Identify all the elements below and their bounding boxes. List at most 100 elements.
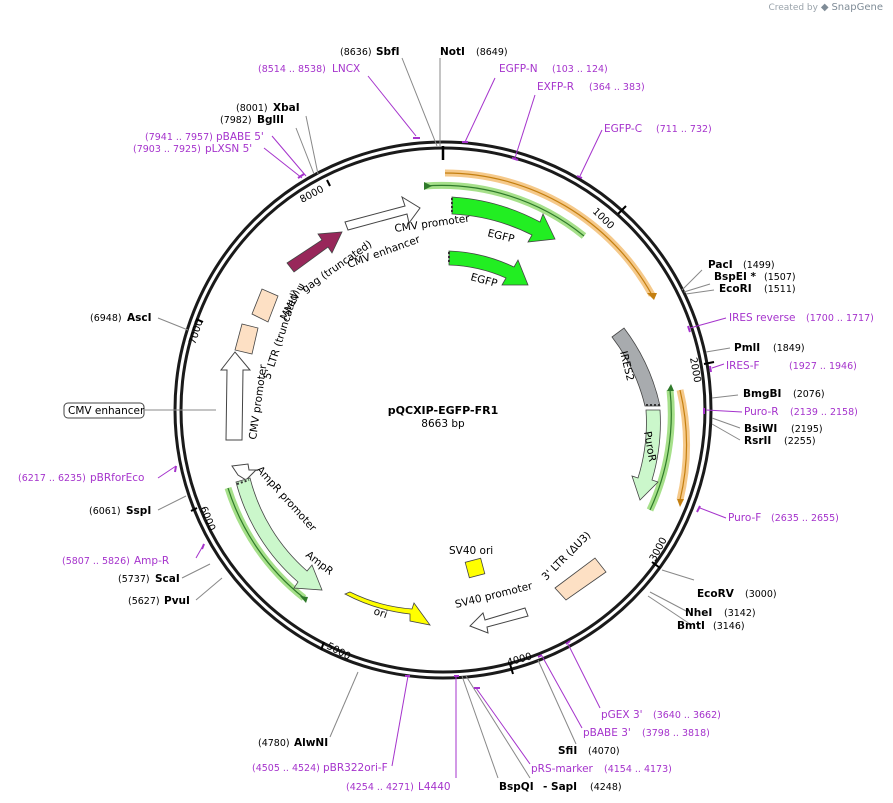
svg-text:pBR322ori-F: pBR322ori-F xyxy=(323,762,388,774)
site-bglii[interactable]: (7982) BglII xyxy=(220,114,284,126)
primer-exfp-r[interactable]: EXFP-R (364 .. 383) xyxy=(537,81,645,93)
svg-text:EXFP-R: EXFP-R xyxy=(537,81,574,93)
feature-3ltr[interactable]: 3' LTR (ΔU3) xyxy=(540,529,607,601)
svg-text:PacI: PacI xyxy=(708,259,733,271)
svg-text:BspEI *: BspEI * xyxy=(714,271,757,283)
svg-text:(2635 .. 2655): (2635 .. 2655) xyxy=(771,513,839,524)
site-bmgbi[interactable]: BmgBI (2076) xyxy=(743,388,825,400)
feature-cmv-enhancer-box[interactable]: CMV enhancer xyxy=(63,402,216,419)
svg-text:(4154 .. 4173): (4154 .. 4173) xyxy=(604,764,672,775)
site-bspei[interactable]: BspEI * (1507) xyxy=(714,271,796,283)
svg-text:(5737): (5737) xyxy=(118,574,150,585)
primer-ires-reverse[interactable]: IRES reverse (1700 .. 1717) xyxy=(729,312,874,324)
primer-puro-r[interactable]: Puro-R (2139 .. 2158) xyxy=(744,406,858,418)
svg-text:LNCX: LNCX xyxy=(332,63,360,75)
svg-text:(4070): (4070) xyxy=(588,746,620,757)
svg-text:L4440: L4440 xyxy=(418,781,451,793)
puro-highlight-green-arrowhead xyxy=(667,384,674,391)
svg-text:EGFP: EGFP xyxy=(469,271,498,290)
feature-puror[interactable]: PuroR xyxy=(631,409,661,501)
svg-text:pBRforEco: pBRforEco xyxy=(90,472,144,484)
site-scai[interactable]: (5737) ScaI xyxy=(118,573,180,585)
primer-amp-r[interactable]: (5807 .. 5826) Amp-R xyxy=(62,555,169,567)
svg-text:BsiWI: BsiWI xyxy=(744,423,777,435)
svg-text:pLXSN 5': pLXSN 5' xyxy=(205,143,252,155)
svg-text:(1507): (1507) xyxy=(764,272,796,283)
svg-text:(5627): (5627) xyxy=(128,596,160,607)
site-bsiwi[interactable]: BsiWI (2195) xyxy=(744,423,823,435)
primer-plxsn5[interactable]: (7903 .. 7925) pLXSN 5' xyxy=(133,143,252,155)
feature-sv40-ori[interactable]: SV40 ori xyxy=(449,545,493,579)
primer-pbabe3[interactable]: pBABE 3' (3798 .. 3818) xyxy=(583,727,710,739)
feature-ori[interactable]: ori xyxy=(344,591,431,626)
svg-text:pGEX 3': pGEX 3' xyxy=(601,709,643,721)
site-bspqi-sapi[interactable]: BspQI - SapI (4248) xyxy=(499,781,622,793)
svg-text:CMV enhancer: CMV enhancer xyxy=(68,405,145,417)
puro-highlight-orange-line xyxy=(679,389,687,501)
primer-lncx[interactable]: (8514 .. 8538) LNCX xyxy=(258,63,360,75)
site-pmli[interactable]: PmlI (1849) xyxy=(734,342,805,354)
feature-cmv-promoter-left[interactable]: CMV promoter xyxy=(219,351,270,441)
primer-l4440[interactable]: (4254 .. 4271) L4440 xyxy=(346,781,451,793)
site-alwni[interactable]: (4780) AlwNI xyxy=(258,737,328,749)
site-xbai[interactable]: (8001) XbaI xyxy=(236,102,300,114)
site-ecorv[interactable]: EcoRV (3000) xyxy=(697,588,777,600)
svg-text:6000: 6000 xyxy=(197,505,217,533)
site-nhei[interactable]: NheI (3142) xyxy=(685,607,756,619)
svg-text:RsrII: RsrII xyxy=(744,435,771,447)
primer-prs-marker[interactable]: pRS-marker (4154 .. 4173) xyxy=(531,763,672,775)
svg-text:PmlI: PmlI xyxy=(734,342,760,354)
site-paci[interactable]: PacI (1499) xyxy=(708,259,775,271)
tick-8000: 8000 xyxy=(298,179,331,206)
primer-pbr322ori-f[interactable]: (4505 .. 4524) pBR322ori-F xyxy=(252,762,388,774)
svg-text:(3798 .. 3818): (3798 .. 3818) xyxy=(642,728,710,739)
svg-text:(6948): (6948) xyxy=(90,313,122,324)
primer-pbrforeco[interactable]: (6217 .. 6235) pBRforEco xyxy=(18,472,144,484)
primer-egfp-n[interactable]: EGFP-N (103 .. 124) xyxy=(499,63,608,75)
svg-text:XbaI: XbaI xyxy=(273,102,300,114)
svg-text:pRS-marker: pRS-marker xyxy=(531,763,594,775)
svg-text:BmtI: BmtI xyxy=(677,620,705,632)
svg-text:PvuI: PvuI xyxy=(164,595,190,607)
snapgene-brand: Created by ◆ SnapGene xyxy=(768,2,883,13)
site-sbfi[interactable]: (8636) SbfI xyxy=(340,46,400,58)
svg-text:(3142): (3142) xyxy=(724,608,756,619)
svg-text:BmgBI: BmgBI xyxy=(743,388,781,400)
site-ecori[interactable]: EcoRI (1511) xyxy=(719,283,796,295)
site-bmti[interactable]: BmtI (3146) xyxy=(677,620,745,632)
svg-text:(8649): (8649) xyxy=(476,47,508,58)
primer-pbabe5[interactable]: (7941 .. 7957) pBABE 5' xyxy=(145,131,264,143)
egfp-highlight-line xyxy=(444,172,653,296)
site-leader-lines xyxy=(157,57,741,779)
svg-text:EGFP-N: EGFP-N xyxy=(499,63,538,75)
svg-text:(6061): (6061) xyxy=(89,506,121,517)
svg-text:IRES-F: IRES-F xyxy=(726,360,760,372)
svg-text:(4780): (4780) xyxy=(258,738,290,749)
primer-puro-f[interactable]: Puro-F (2635 .. 2655) xyxy=(728,512,839,524)
feature-ires2[interactable]: IRES2 xyxy=(611,327,661,407)
site-sfii[interactable]: SfiI (4070) xyxy=(558,745,620,757)
svg-text:SspI: SspI xyxy=(126,505,151,517)
site-pvui[interactable]: (5627) PvuI xyxy=(128,595,190,607)
primer-ires-f[interactable]: IRES-F (1927 .. 1946) xyxy=(726,360,857,372)
created-by-label: Created by xyxy=(768,3,818,13)
svg-text:(7941 .. 7957): (7941 .. 7957) xyxy=(145,132,213,143)
feature-egfp-2[interactable]: EGFP xyxy=(448,250,529,290)
site-sspi[interactable]: (6061) SspI xyxy=(89,505,151,517)
svg-text:SbfI: SbfI xyxy=(376,46,400,58)
site-rsrii[interactable]: RsrII (2255) xyxy=(744,435,816,447)
svg-text:5000: 5000 xyxy=(325,641,353,663)
feature-mmlv-psi[interactable]: MMLV ψ xyxy=(251,281,308,323)
svg-text:Puro-F: Puro-F xyxy=(728,512,761,524)
svg-text:(2139 .. 2158): (2139 .. 2158) xyxy=(790,407,858,418)
primer-marks xyxy=(174,137,712,689)
primer-egfp-c[interactable]: EGFP-C (711 .. 732) xyxy=(604,123,712,135)
primer-pgex3[interactable]: pGEX 3' (3640 .. 3662) xyxy=(601,709,721,721)
svg-text:(364 .. 383): (364 .. 383) xyxy=(589,82,645,93)
feature-sv40-promoter[interactable]: SV40 promoter xyxy=(454,580,534,634)
site-noti[interactable]: NotI (8649) xyxy=(440,46,508,58)
site-asci[interactable]: (6948) AscI xyxy=(90,312,152,324)
svg-text:(1700 .. 1717): (1700 .. 1717) xyxy=(806,313,874,324)
svg-text:EGFP: EGFP xyxy=(486,227,515,245)
plasmid-name: pQCXIP-EGFP-FR1 xyxy=(388,404,498,417)
